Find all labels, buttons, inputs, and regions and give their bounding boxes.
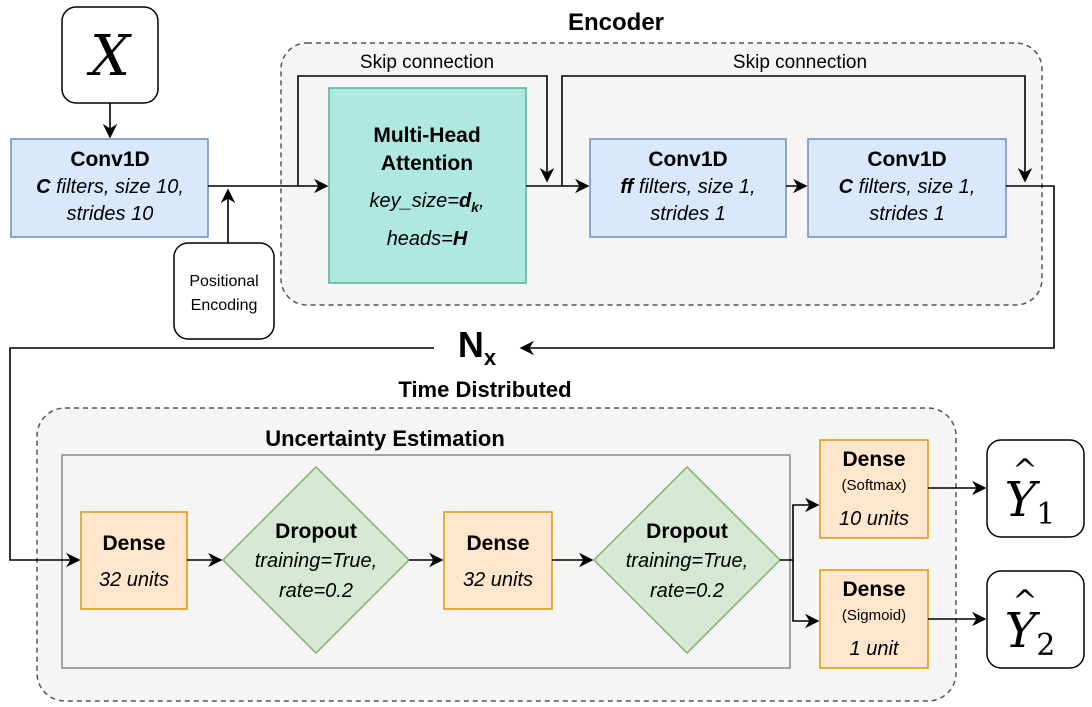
output-y1-symbol: Y1 — [1005, 472, 1056, 532]
skip-connection-2-line — [561, 75, 1033, 186]
dense-softmax-activation: (Softmax) — [841, 477, 906, 494]
positional-encoding-box — [173, 242, 275, 340]
conv1d-ff-strides: strides 1 — [650, 203, 726, 225]
dense-softmax-box — [819, 439, 929, 539]
uncertainty-estimation-title: Uncertainty Estimation — [265, 426, 505, 451]
positional-encoding-line1: Positional — [189, 273, 258, 290]
output-y2-symbol: Y2 — [1005, 603, 1056, 663]
input-conv1d-strides: strides 10 — [67, 203, 154, 225]
dense-2-box — [443, 511, 553, 610]
input-conv1d-filters: C filters, size 10, — [36, 176, 184, 198]
conv1d-c-box — [807, 138, 1007, 238]
conv1d-ff-filters: ff filters, size 1, — [620, 176, 755, 198]
conv1d-c-filters: C filters, size 1, — [839, 176, 976, 198]
skip-connection-label-1: Skip connection — [360, 52, 494, 73]
connectors — [9, 75, 1055, 629]
conv1d-c-strides: strides 1 — [869, 203, 945, 225]
dense-1-units: 32 units — [99, 569, 169, 591]
output-y1-hat: ^ — [1012, 453, 1037, 488]
conv1d-c-title: Conv1D — [867, 148, 946, 171]
dropout-2-title: Dropout — [646, 520, 728, 543]
output-y1-box — [986, 439, 1085, 538]
dropout-1-diamond — [221, 465, 411, 655]
output-y2-hat: ^ — [1012, 584, 1037, 619]
output-y2-box — [986, 570, 1085, 669]
mha-heads: heads=H — [387, 228, 468, 250]
time-distributed-title: Time Distributed — [398, 377, 571, 402]
skip-connection-1-line — [297, 75, 555, 186]
dropout-2-diamond — [592, 465, 782, 655]
conv1d-ff-box — [589, 138, 787, 238]
conv1d-ff-title: Conv1D — [648, 148, 727, 171]
encoder-title: Encoder — [568, 9, 664, 36]
dense-sigmoid-units: 1 unit — [850, 638, 900, 660]
arrow-encoder-to-dense1 — [9, 347, 434, 568]
dropout-2-training: training=True, — [626, 550, 748, 572]
dense-softmax-title: Dense — [842, 448, 905, 471]
mha-box — [328, 87, 527, 284]
arrow-dropout2-to-sigmoid — [792, 560, 820, 629]
mha-title-line2: Attention — [381, 152, 473, 175]
dropout-2-rate: rate=0.2 — [650, 580, 724, 602]
dense-1-box — [80, 511, 188, 610]
mha-key-size: key_size=dk, — [369, 190, 484, 215]
arrow-dropout2-to-softmax — [780, 497, 820, 561]
repeat-label: Nx — [458, 324, 497, 370]
dense-sigmoid-title: Dense — [842, 578, 905, 601]
dense-1-title: Dense — [102, 532, 165, 555]
skip-connection-label-2: Skip connection — [733, 52, 867, 73]
positional-encoding-line2: Encoding — [191, 297, 258, 314]
dropout-1-training: training=True, — [255, 550, 377, 572]
dense-softmax-units: 10 units — [839, 508, 909, 530]
input-conv1d-title: Conv1D — [70, 148, 149, 171]
arrow-encoder-loop — [519, 185, 1055, 356]
dropout-1-rate: rate=0.2 — [279, 580, 353, 602]
dropout-1-title: Dropout — [275, 520, 357, 543]
dense-sigmoid-activation: (Sigmoid) — [842, 607, 906, 624]
dense-2-units: 32 units — [463, 569, 533, 591]
mha-title-line1: Multi-Head — [373, 124, 480, 147]
dense-2-title: Dense — [466, 532, 529, 555]
input-conv1d-box — [10, 138, 209, 238]
input-x-symbol: X — [86, 24, 132, 89]
